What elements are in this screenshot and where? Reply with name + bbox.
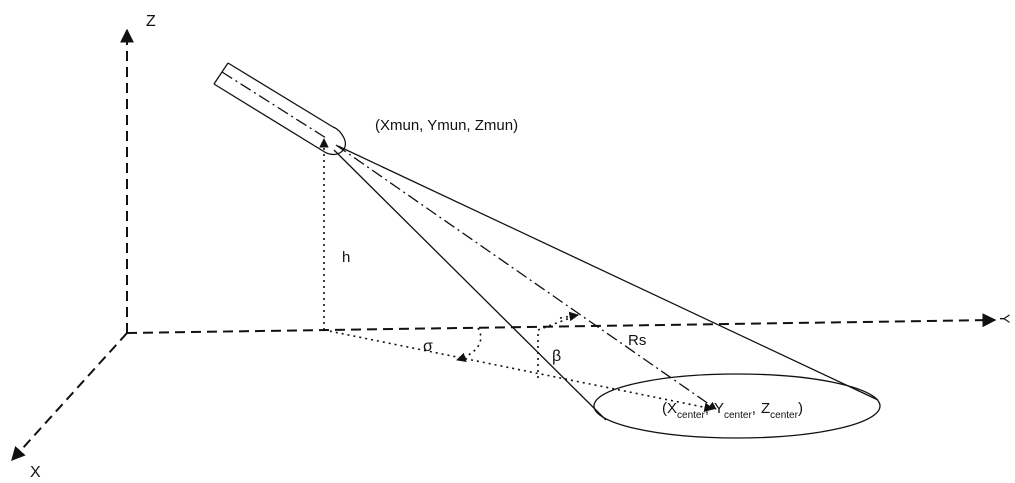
y-axis bbox=[126, 313, 997, 334]
cone-edge-upper bbox=[337, 145, 879, 401]
height-label: h bbox=[342, 249, 350, 266]
spray-axis-line bbox=[335, 144, 717, 410]
muzzle-position-label: (Xmun, Ymun, Zmun) bbox=[375, 117, 518, 134]
z-axis-label: Z bbox=[146, 13, 156, 30]
x-axis-label: X bbox=[30, 464, 41, 481]
sigma-angle-arc bbox=[456, 327, 482, 362]
sigma-label: σ bbox=[423, 338, 433, 355]
beta-angle-marker bbox=[537, 314, 579, 378]
ground-projection-line bbox=[323, 329, 714, 412]
nozzle-centerline bbox=[221, 71, 327, 139]
cone-edge-lower bbox=[333, 149, 607, 421]
y-axis-label: Y bbox=[997, 314, 1013, 324]
range-label: Rs bbox=[628, 332, 646, 349]
nozzle bbox=[213, 62, 347, 156]
beta-arrow bbox=[559, 311, 579, 322]
beta-label: β bbox=[552, 348, 561, 365]
x-axis bbox=[11, 332, 128, 462]
spray-footprint-ellipse bbox=[593, 373, 881, 439]
target-center-label: (Xcenter,Ycenter,Zcenter) bbox=[662, 400, 803, 421]
